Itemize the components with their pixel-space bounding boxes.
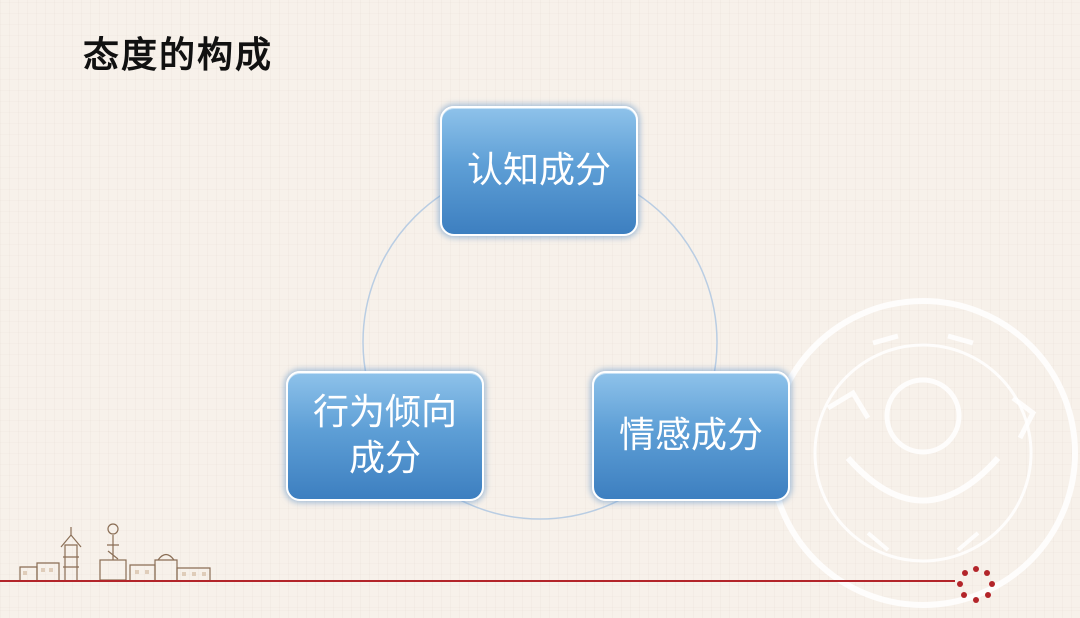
node-affective: 情感成分 [592,371,790,501]
campus-skyline-icon [15,523,220,582]
node-affective-label: 情感成分 [618,415,763,456]
node-behavioral: 行为倾向成分 [286,371,484,501]
node-behavioral-label: 行为倾向成分 [312,392,457,479]
node-cognitive-label: 认知成分 [466,150,611,191]
footer-divider [0,580,955,582]
page-title: 态度的构成 [83,35,274,76]
ring-emblem-icon [957,566,995,603]
node-cognitive: 认知成分 [440,106,638,236]
